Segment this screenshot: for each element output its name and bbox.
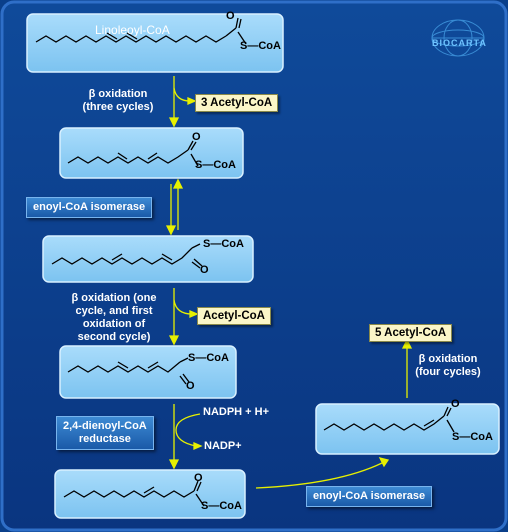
enzyme-dienoyl-coa-reductase: 2,4-dienoyl-CoA reductase <box>56 416 154 450</box>
step6-label-line2: (four cycles) <box>415 366 481 378</box>
coa-label-6: S—CoA <box>452 431 493 443</box>
step3-label: β oxidation (one cycle, and first oxidat… <box>56 292 172 344</box>
coa-label-3: S—CoA <box>203 238 244 250</box>
cofactor-nadph: NADPH + H+ <box>203 406 270 418</box>
oxygen-label-1: O <box>226 10 235 22</box>
oxygen-label-4: O <box>186 380 195 392</box>
oxygen-label-2: O <box>192 131 201 143</box>
product-5-acetyl-coa: 5 Acetyl-CoA <box>369 324 453 342</box>
enzyme-enoyl-coa-isomerase-2: enoyl-CoA isomerase <box>306 486 433 507</box>
biocarta-logo-icon <box>431 19 485 57</box>
oxygen-label-3: O <box>200 264 209 276</box>
biocarta-logo-text: BIOCARTA <box>432 38 487 48</box>
product-3-acetyl-coa: 3 Acetyl-CoA <box>195 94 279 112</box>
intermediate-structure-5 <box>63 480 205 507</box>
molecule-box-3 <box>42 235 254 283</box>
intermediate-structure-6 <box>323 406 455 433</box>
step6-label: β oxidation (four cycles) <box>406 353 490 379</box>
step1-label-line2: (three cycles) <box>82 101 154 113</box>
enzyme-dienoyl-line2: reductase <box>78 433 131 445</box>
intermediate-structure-3 <box>51 243 203 269</box>
linoleoyl-coa-label: Linoleoyl-CoA <box>95 23 170 37</box>
molecule-box-1 <box>26 13 284 73</box>
coa-label-2: S—CoA <box>195 159 236 171</box>
coa-label-4: S—CoA <box>188 352 229 364</box>
intermediate-structure-4 <box>67 357 190 385</box>
step3-label-line2: cycle, and first <box>75 305 153 317</box>
product-acetyl-coa: Acetyl-CoA <box>197 307 271 325</box>
oxygen-label-6: O <box>451 398 460 410</box>
enzyme-dienoyl-line1: 2,4-dienoyl-CoA <box>63 420 147 432</box>
coa-label-5: S—CoA <box>201 500 242 512</box>
cofactor-nadp: NADP+ <box>204 440 242 452</box>
step1-label: β oxidation (three cycles) <box>68 88 168 114</box>
step1-label-line1: β oxidation <box>88 88 148 100</box>
coa-label-1: S—CoA <box>240 40 281 52</box>
reaction-arrows <box>165 76 413 489</box>
step3-label-line1: β oxidation (one <box>71 292 157 304</box>
step3-label-line4: second cycle) <box>77 331 151 343</box>
intermediate-structure-2 <box>67 140 199 167</box>
oxygen-label-5: O <box>194 472 203 484</box>
step6-label-line1: β oxidation <box>418 353 478 365</box>
molecule-box-6 <box>315 403 500 455</box>
enzyme-enoyl-coa-isomerase-1: enoyl-CoA isomerase <box>26 197 153 218</box>
linoleoyl-structure <box>35 17 247 45</box>
step3-label-line3: oxidation of <box>82 318 146 330</box>
